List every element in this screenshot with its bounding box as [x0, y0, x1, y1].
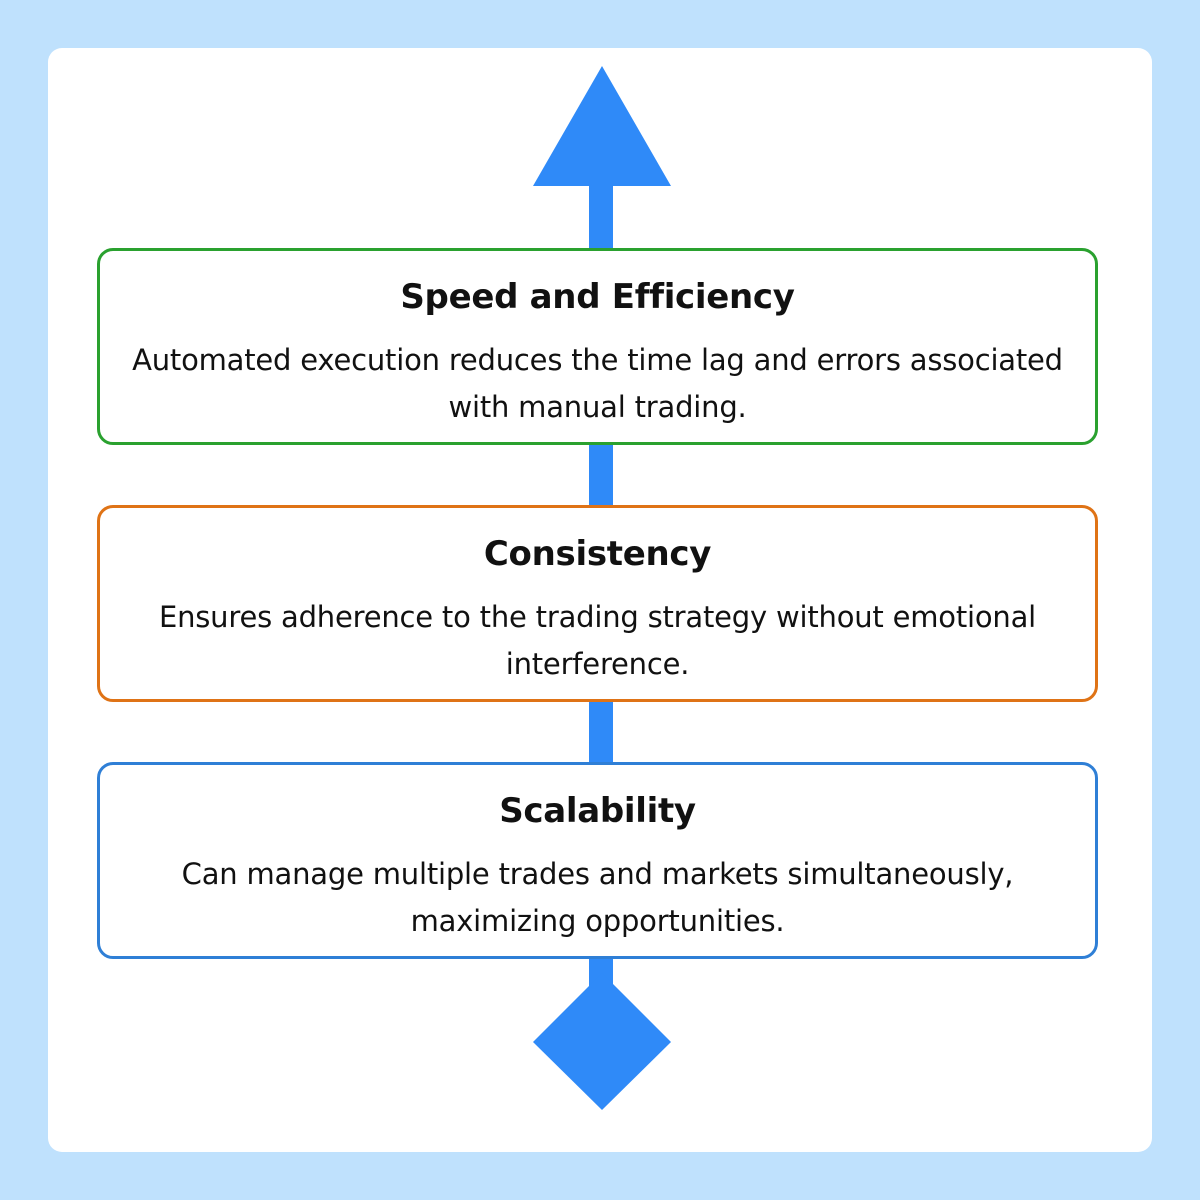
benefit-box-consistency: Consistency Ensures adherence to the tra… [97, 505, 1098, 702]
benefit-description: Can manage multiple trades and markets s… [181, 857, 1014, 938]
arrow-head-up-icon [533, 66, 671, 186]
benefit-title: Scalability [499, 791, 696, 831]
benefit-box-speed-efficiency: Speed and Efficiency Automated execution… [97, 248, 1098, 445]
arrow-tail-diamond-icon [533, 973, 671, 1110]
benefit-box-scalability: Scalability Can manage multiple trades a… [97, 762, 1098, 959]
benefit-title: Consistency [483, 534, 712, 574]
diagram-card: Speed and Efficiency Automated execution… [48, 48, 1152, 1152]
benefit-description: Ensures adherence to the trading strateg… [158, 600, 1037, 681]
benefit-description: Automated execution reduces the time lag… [132, 343, 1063, 424]
benefit-title: Speed and Efficiency [400, 277, 795, 317]
